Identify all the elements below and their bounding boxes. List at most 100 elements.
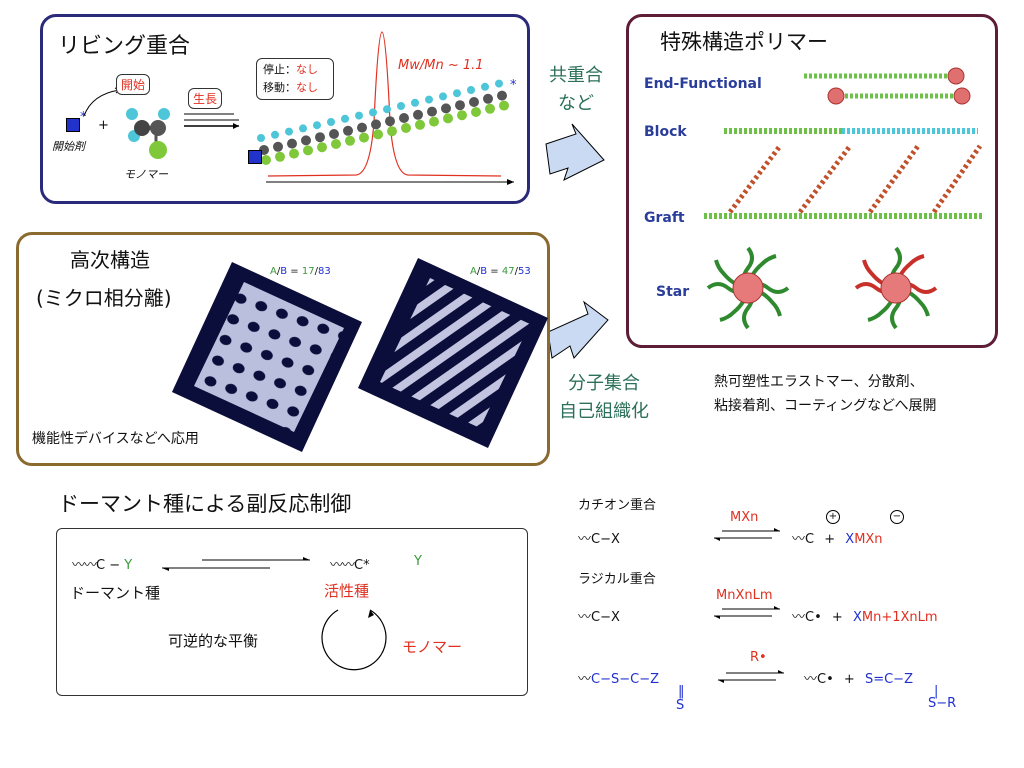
cationic-product-x: X	[845, 532, 855, 547]
chain-substituent-atom	[457, 110, 467, 121]
cationic-product-mxn: MXn	[854, 532, 883, 547]
microphase-image-lamellar	[358, 258, 548, 448]
copoly-line1: 共重合	[549, 65, 603, 86]
grow-tag: 生長	[188, 88, 223, 109]
chain-h-atom	[481, 82, 489, 91]
polymer-chain-model	[257, 79, 509, 165]
dormant-left-formula: 〰〰C − Y	[72, 558, 133, 573]
ratio2-vb: 53	[517, 266, 531, 277]
wavy-chain-8: 〰	[804, 672, 818, 687]
chain-substituent-atom	[401, 123, 411, 133]
dormant-left-y: Y	[124, 558, 133, 573]
dormant-right-y: Y	[414, 554, 422, 569]
plus-sign: +	[98, 118, 109, 133]
chain-substituent-atom	[387, 126, 397, 137]
left-arrow-big	[547, 300, 609, 359]
chain-carbon-atom	[343, 125, 353, 136]
raft-product-sr: S−R	[928, 696, 957, 711]
raft-product-formula: S=C−Z	[864, 672, 913, 687]
cationic-plus: +	[824, 532, 836, 547]
equilibrium-label: 可逆的な平衡	[168, 632, 259, 650]
applications-text: 熱可塑性エラストマー、分散剤、 粘接着剤、コーティングなどへ展開	[714, 370, 936, 418]
raft-left-formula: C−S−C−Z	[591, 672, 660, 687]
chain-substituent-atom	[345, 135, 355, 146]
copoly-label: 共重合 など	[544, 62, 608, 118]
ratio-label-2: A/B = 47/53	[470, 266, 531, 277]
dormant-left-c: C	[96, 558, 106, 573]
chain-substituent-atom	[373, 129, 383, 140]
chain-carbon-atom	[315, 132, 325, 143]
wavy-chain-6: 〰	[792, 610, 806, 625]
radical-arrows	[714, 606, 780, 619]
raft-plus: +	[843, 672, 855, 687]
chain-carbon-atom	[273, 141, 283, 152]
special-title: 特殊構造ポリマー	[660, 30, 828, 54]
chain-substituent-atom	[303, 145, 313, 156]
init-tag: 開始	[116, 74, 151, 95]
radical-product: 〰C• + XMn+1XnLm	[792, 606, 938, 625]
chain-h-atom	[397, 102, 405, 110]
radical-title: ラジカル重合	[578, 572, 656, 587]
wavy-chain-3: 〰	[578, 532, 592, 547]
monomer-model-icon	[126, 108, 170, 159]
end-functional-model	[804, 67, 971, 105]
dormant-panel	[56, 528, 528, 696]
wavy-chain: 〰〰	[72, 558, 97, 573]
cationic-reagent: MXn	[730, 510, 759, 525]
radical-left: 〰C−X	[578, 606, 620, 625]
ratio-label-1: A/B = 17/83	[270, 266, 331, 277]
chain-carbon-atom	[385, 116, 395, 127]
chain-substituent-atom	[275, 151, 285, 162]
radical-left-formula: C−X	[591, 610, 620, 625]
chain-substituent-atom	[415, 119, 425, 130]
wavy-chain-4: 〰	[792, 532, 806, 547]
chain-substituent-atom	[485, 103, 495, 114]
chain-substituent-atom	[359, 132, 369, 143]
cationic-product: 〰C + XMXn	[792, 528, 883, 547]
chain-h-atom	[369, 108, 377, 117]
chain-h-atom	[355, 111, 363, 120]
grow-arrows	[184, 113, 239, 129]
ratio1-va: 17	[301, 266, 315, 277]
ratio2-b: B	[480, 266, 488, 277]
chain-h-atom	[257, 134, 265, 142]
ratio2-slash: /	[476, 266, 481, 277]
chain-substituent-atom	[331, 139, 341, 149]
ratio1-slash: /	[276, 266, 281, 277]
ratio2-slash2: /	[514, 266, 518, 277]
type-block: Block	[644, 124, 687, 140]
radical-product-c: C•	[805, 610, 822, 625]
radical-reagent: MnXnLm	[716, 588, 773, 603]
special-structure-panel	[626, 14, 998, 348]
move-key: 移動：	[263, 81, 296, 94]
raft-reagent: R•	[750, 650, 767, 665]
monomer-label: モノマー	[124, 168, 168, 181]
ratio2-a: A	[470, 266, 477, 277]
stop-move-box: 停止：なし 移動：なし	[256, 58, 334, 100]
type-end-functional: End-Functional	[644, 76, 762, 92]
chain-carbon-atom	[413, 109, 423, 120]
active-species-label: 活性種	[324, 582, 370, 600]
chain-h-atom	[453, 89, 461, 98]
chain-substituent-atom	[261, 155, 271, 165]
higher-title1: 高次構造	[70, 248, 150, 272]
chain-carbon-atom	[469, 97, 479, 107]
chain-carbon-atom	[329, 129, 339, 139]
ratio2-va: 47	[501, 266, 515, 277]
chain-h-atom	[285, 127, 293, 136]
right-arrow-big	[545, 123, 605, 181]
chain-substituent-atom	[429, 116, 439, 127]
chain-carbon-atom	[483, 93, 493, 104]
chain-h-atom	[411, 98, 419, 107]
equilibrium-arrows	[162, 557, 310, 571]
star-polymer-mixed	[854, 246, 938, 330]
ratio1-vb: 83	[317, 266, 331, 277]
stop-key: 停止：	[263, 63, 296, 76]
graft-model	[704, 144, 983, 219]
ratio1-b: B	[280, 266, 288, 277]
raft-left-s: S	[676, 698, 685, 713]
chain-substituent-atom	[317, 142, 327, 153]
living-polymerization-panel	[40, 14, 530, 204]
mwmn-label: Mw/Mn ~ 1.1	[398, 58, 484, 73]
initiator-star: *	[80, 110, 87, 125]
